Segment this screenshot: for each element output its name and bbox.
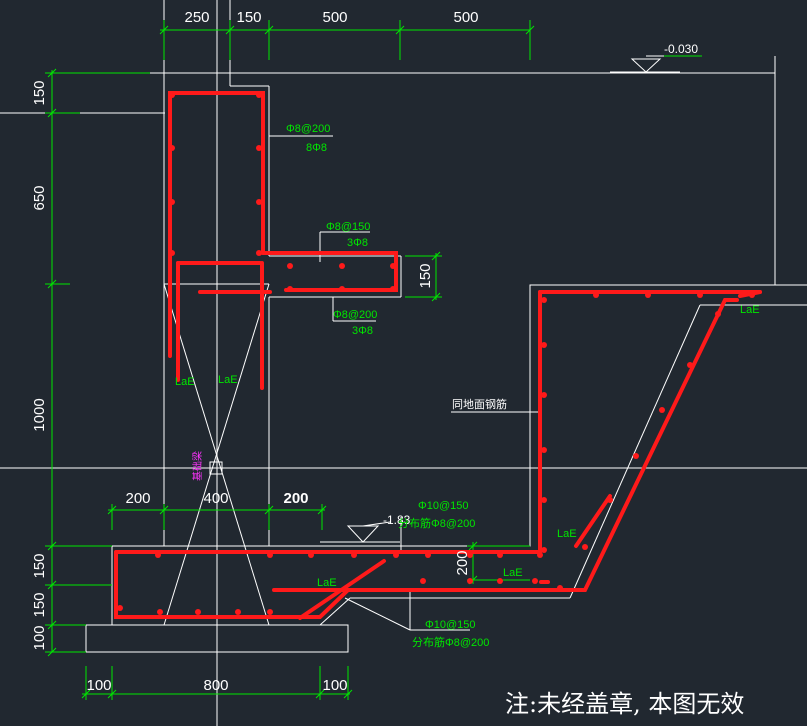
level-mid: -1.83 [383,513,411,527]
ann-lae-3: LaE [317,577,337,589]
dim-slab-height: 200 [454,550,471,575]
dim-top-2: 150 [236,9,261,26]
rebar-dot [749,292,755,298]
ann-wall-rebar-1: Φ8@200 [286,123,330,135]
rebar-dot [497,552,503,558]
rebar-dot [467,552,473,558]
rebar-dot [593,292,599,298]
rebar-dot [267,552,273,558]
ann-slab-top-2: 分布筋Φ8@200 [398,516,475,530]
rebar-dot [390,286,396,292]
ann-wall-rebar-2: 8Φ8 [306,142,327,154]
dim-top-4: 500 [453,9,478,26]
dim-left-2: 650 [31,185,48,210]
ann-lae-1: LaE [175,376,195,388]
ann-lae-4: LaE [503,567,523,579]
dim-mid-3: 200 [283,490,308,507]
ann-lae-6: LaE [740,304,760,316]
dim-left-1: 150 [31,80,48,105]
rebar-dot [541,342,547,348]
rebar-dot [157,609,163,615]
dim-bottom-3: 100 [322,677,347,694]
rebar-dot [425,552,431,558]
dim-left-5: 150 [31,592,48,617]
dim-top-3: 500 [322,9,347,26]
rebar-dot [532,578,538,584]
ann-same-floor: 同地面钢筋 [452,397,507,411]
level-top: -0.030 [664,42,698,56]
rebar-dot [287,263,293,269]
rebar-dot [420,578,426,584]
rebar-dot [339,263,345,269]
dim-beam-height: 150 [417,263,434,288]
rebar-dot [582,544,588,550]
rebar-dot [169,250,175,256]
dim-left-4: 150 [31,553,48,578]
rebar-dot [467,578,473,584]
ann-beam-bot-2: 3Φ8 [352,325,373,337]
ann-lae-2: LaE [218,374,238,386]
rebar-dot [390,263,396,269]
rebar-dot [169,145,175,151]
ann-vertical-label: 基础梁 [191,451,204,481]
dim-bottom-1: 100 [86,677,111,694]
ann-beam-bot-1: Φ8@200 [333,309,377,321]
rebar-dot [308,552,314,558]
rebar-dot [541,447,547,453]
ann-slab-top-1: Φ10@150 [418,500,469,512]
rebar [114,91,762,620]
dim-left-3: 1000 [31,398,48,431]
rebar-dot [715,311,721,317]
rebar-dot [195,609,201,615]
ann-beam-top-2: 3Φ8 [347,237,368,249]
rebar-dot [117,605,123,611]
rebar-dot [497,578,503,584]
ann-beam-top-1: Φ8@150 [326,221,370,233]
rebar-dot [256,92,262,98]
rebar-dot [155,552,161,558]
rebar-dot [537,552,543,558]
ann-slab-bot-2: 分布筋Φ8@200 [412,635,489,649]
rebar-dot [235,609,241,615]
rebar-dot [256,145,262,151]
rebar-dot [256,250,262,256]
rebar-dot [351,552,357,558]
dim-left-6: 100 [31,625,48,650]
rebar-dots [117,92,755,615]
rebar-dot [541,392,547,398]
rebar-dot [541,497,547,503]
rebar-dot [557,585,563,591]
rebar-dot [541,547,547,553]
rebar-dot [659,407,665,413]
rebar-dot [393,552,399,558]
rebar-dot [267,609,273,615]
rebar-dot [287,286,293,292]
dim-top-1: 250 [184,9,209,26]
dim-mid-2: 400 [203,490,228,507]
stamp-note: 注:未经盖章, 本图无效 [505,690,745,718]
rebar-dot [697,292,703,298]
rebar-dot [541,297,547,303]
rebar-dot [607,497,613,503]
rebar-dot [633,453,639,459]
rebar-dot [645,292,651,298]
dim-mid-1: 200 [125,490,150,507]
ann-lae-5: LaE [557,528,577,540]
rebar-dot [687,362,693,368]
dim-bottom-2: 800 [203,677,228,694]
ann-slab-bot-1: Φ10@150 [425,619,476,631]
rebar-dot [169,92,175,98]
rebar-dot [256,199,262,205]
rebar-dot [169,199,175,205]
rebar-dot [339,286,345,292]
